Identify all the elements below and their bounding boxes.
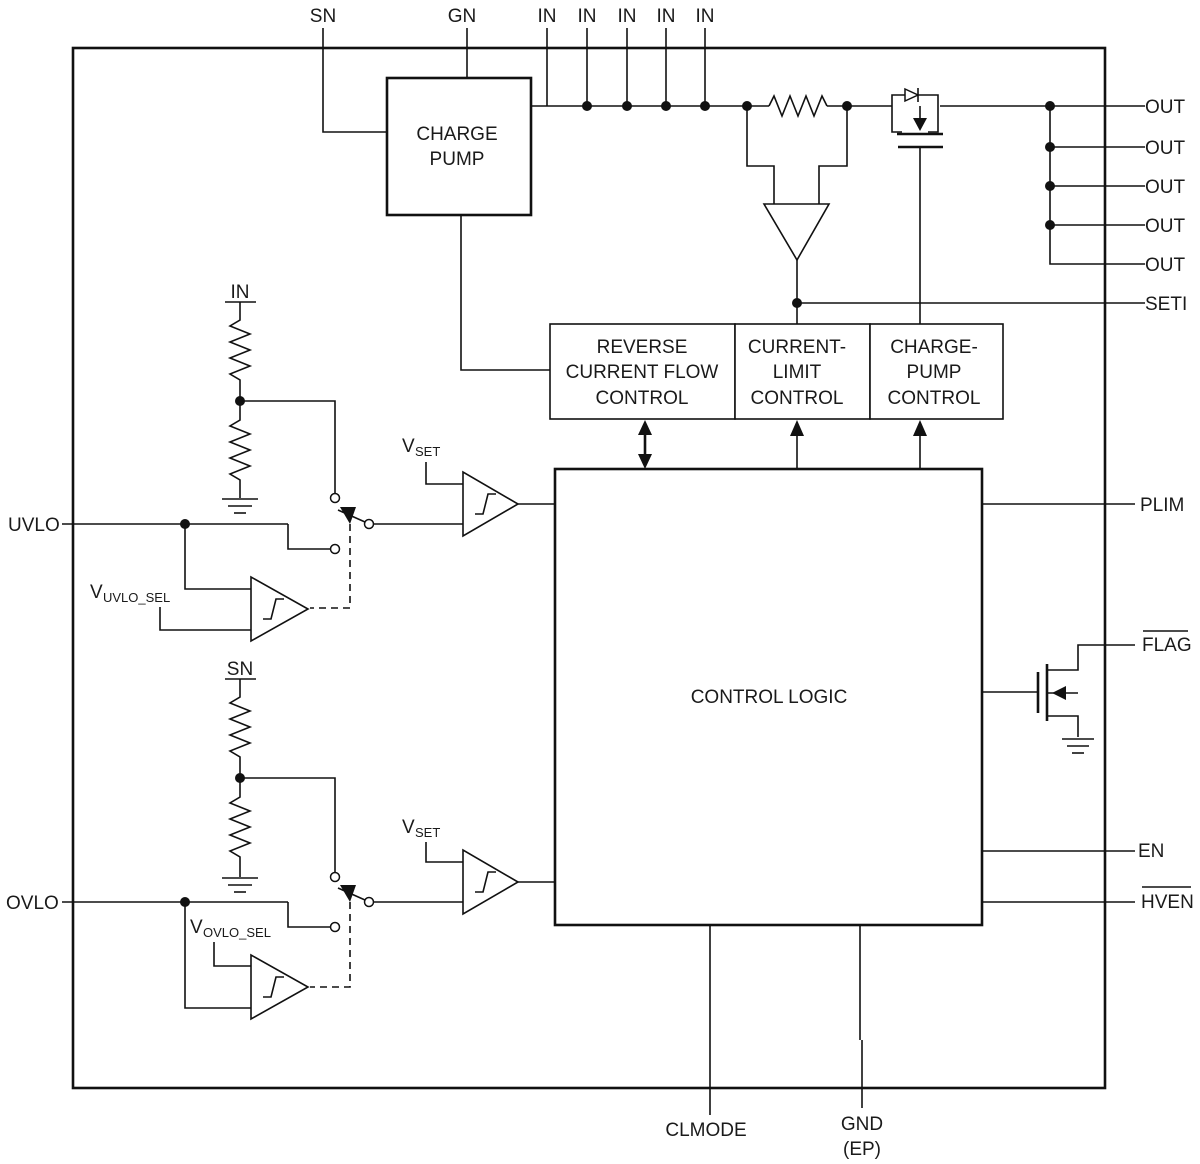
pin-out-2: OUT — [1145, 138, 1186, 159]
ovlo-select-comparator — [250, 953, 310, 1021]
rcfc-label-1: REVERSE — [597, 337, 688, 358]
top-pin-wires — [322, 28, 706, 133]
pin-in-5: IN — [696, 6, 715, 27]
vovlo-sel-sub: OVLO_SEL — [203, 925, 271, 940]
uvlo-output-comparator — [462, 470, 555, 538]
power-path — [531, 93, 1145, 265]
pin-gn: GN — [448, 6, 477, 27]
charge-pump-label-2: PUMP — [430, 149, 485, 170]
pin-out-3: OUT — [1145, 177, 1186, 198]
reverse-current-flow-control-block — [549, 323, 736, 420]
vset-lower-sub: SET — [415, 825, 440, 840]
pin-in-3: IN — [618, 6, 637, 27]
vovlo-sel-main: V — [190, 917, 203, 938]
uvlo-switch — [310, 492, 463, 609]
ovlo-switch — [310, 871, 463, 988]
pin-hven: HVEN — [1141, 892, 1194, 913]
pin-sn: SN — [310, 6, 336, 27]
flag-open-drain-mosfet — [982, 644, 1135, 754]
pin-uvlo: UVLO — [8, 515, 60, 536]
sn-divider-label: SN — [227, 659, 253, 680]
rcfc-label-2: CURRENT FLOW — [566, 362, 719, 383]
pin-out-4: OUT — [1145, 216, 1186, 237]
vset-upper-sub: SET — [415, 444, 440, 459]
pin-seti: SETI — [1145, 294, 1187, 315]
control-logic-block — [553, 467, 984, 927]
charge-pump-to-rcfc-wire — [460, 215, 550, 371]
power-mosfet — [891, 87, 943, 324]
vset-upper-main: V — [402, 436, 415, 457]
current-sense-amplifier — [746, 106, 1145, 324]
clc-label-2: LIMIT — [773, 362, 822, 383]
pin-in-1: IN — [538, 6, 557, 27]
sense-resistor — [768, 93, 828, 119]
pin-en: EN — [1138, 841, 1164, 862]
charge-pump-label-1: CHARGE — [416, 124, 497, 145]
control-arrows — [638, 420, 927, 469]
pin-out-5: OUT — [1145, 255, 1186, 276]
pin-ovlo: OVLO — [6, 893, 59, 914]
pin-in-2: IN — [578, 6, 597, 27]
cpc-label-2: PUMP — [907, 362, 962, 383]
pin-flag: FLAG — [1142, 635, 1192, 656]
pin-clmode: CLMODE — [665, 1120, 746, 1141]
pin-plim: PLIM — [1140, 495, 1184, 516]
control-logic-label: CONTROL LOGIC — [691, 687, 848, 708]
pin-gnd: GND — [841, 1114, 883, 1135]
clc-label-3: CONTROL — [751, 388, 844, 409]
uvlo-resistor-divider — [222, 302, 336, 514]
charge-pump-block — [385, 76, 533, 217]
rcfc-label-3: CONTROL — [596, 388, 689, 409]
clc-label-1: CURRENT- — [748, 337, 846, 358]
cpc-label-1: CHARGE- — [890, 337, 978, 358]
vuvlo-sel-sub: UVLO_SEL — [103, 590, 170, 605]
vuvlo-sel-main: V — [90, 582, 103, 603]
pin-gnd-ep: (EP) — [843, 1139, 881, 1160]
ovlo-output-comparator — [462, 848, 555, 916]
pin-in-4: IN — [657, 6, 676, 27]
current-limit-control-block — [734, 323, 871, 420]
pin-out-1: OUT — [1145, 97, 1186, 118]
ovlo-resistor-divider — [222, 679, 336, 893]
cpc-label-3: CONTROL — [888, 388, 981, 409]
in-divider-label: IN — [231, 282, 250, 303]
charge-pump-control-block — [869, 323, 1004, 420]
vset-lower-main: V — [402, 817, 415, 838]
uvlo-select-comparator — [250, 575, 310, 643]
